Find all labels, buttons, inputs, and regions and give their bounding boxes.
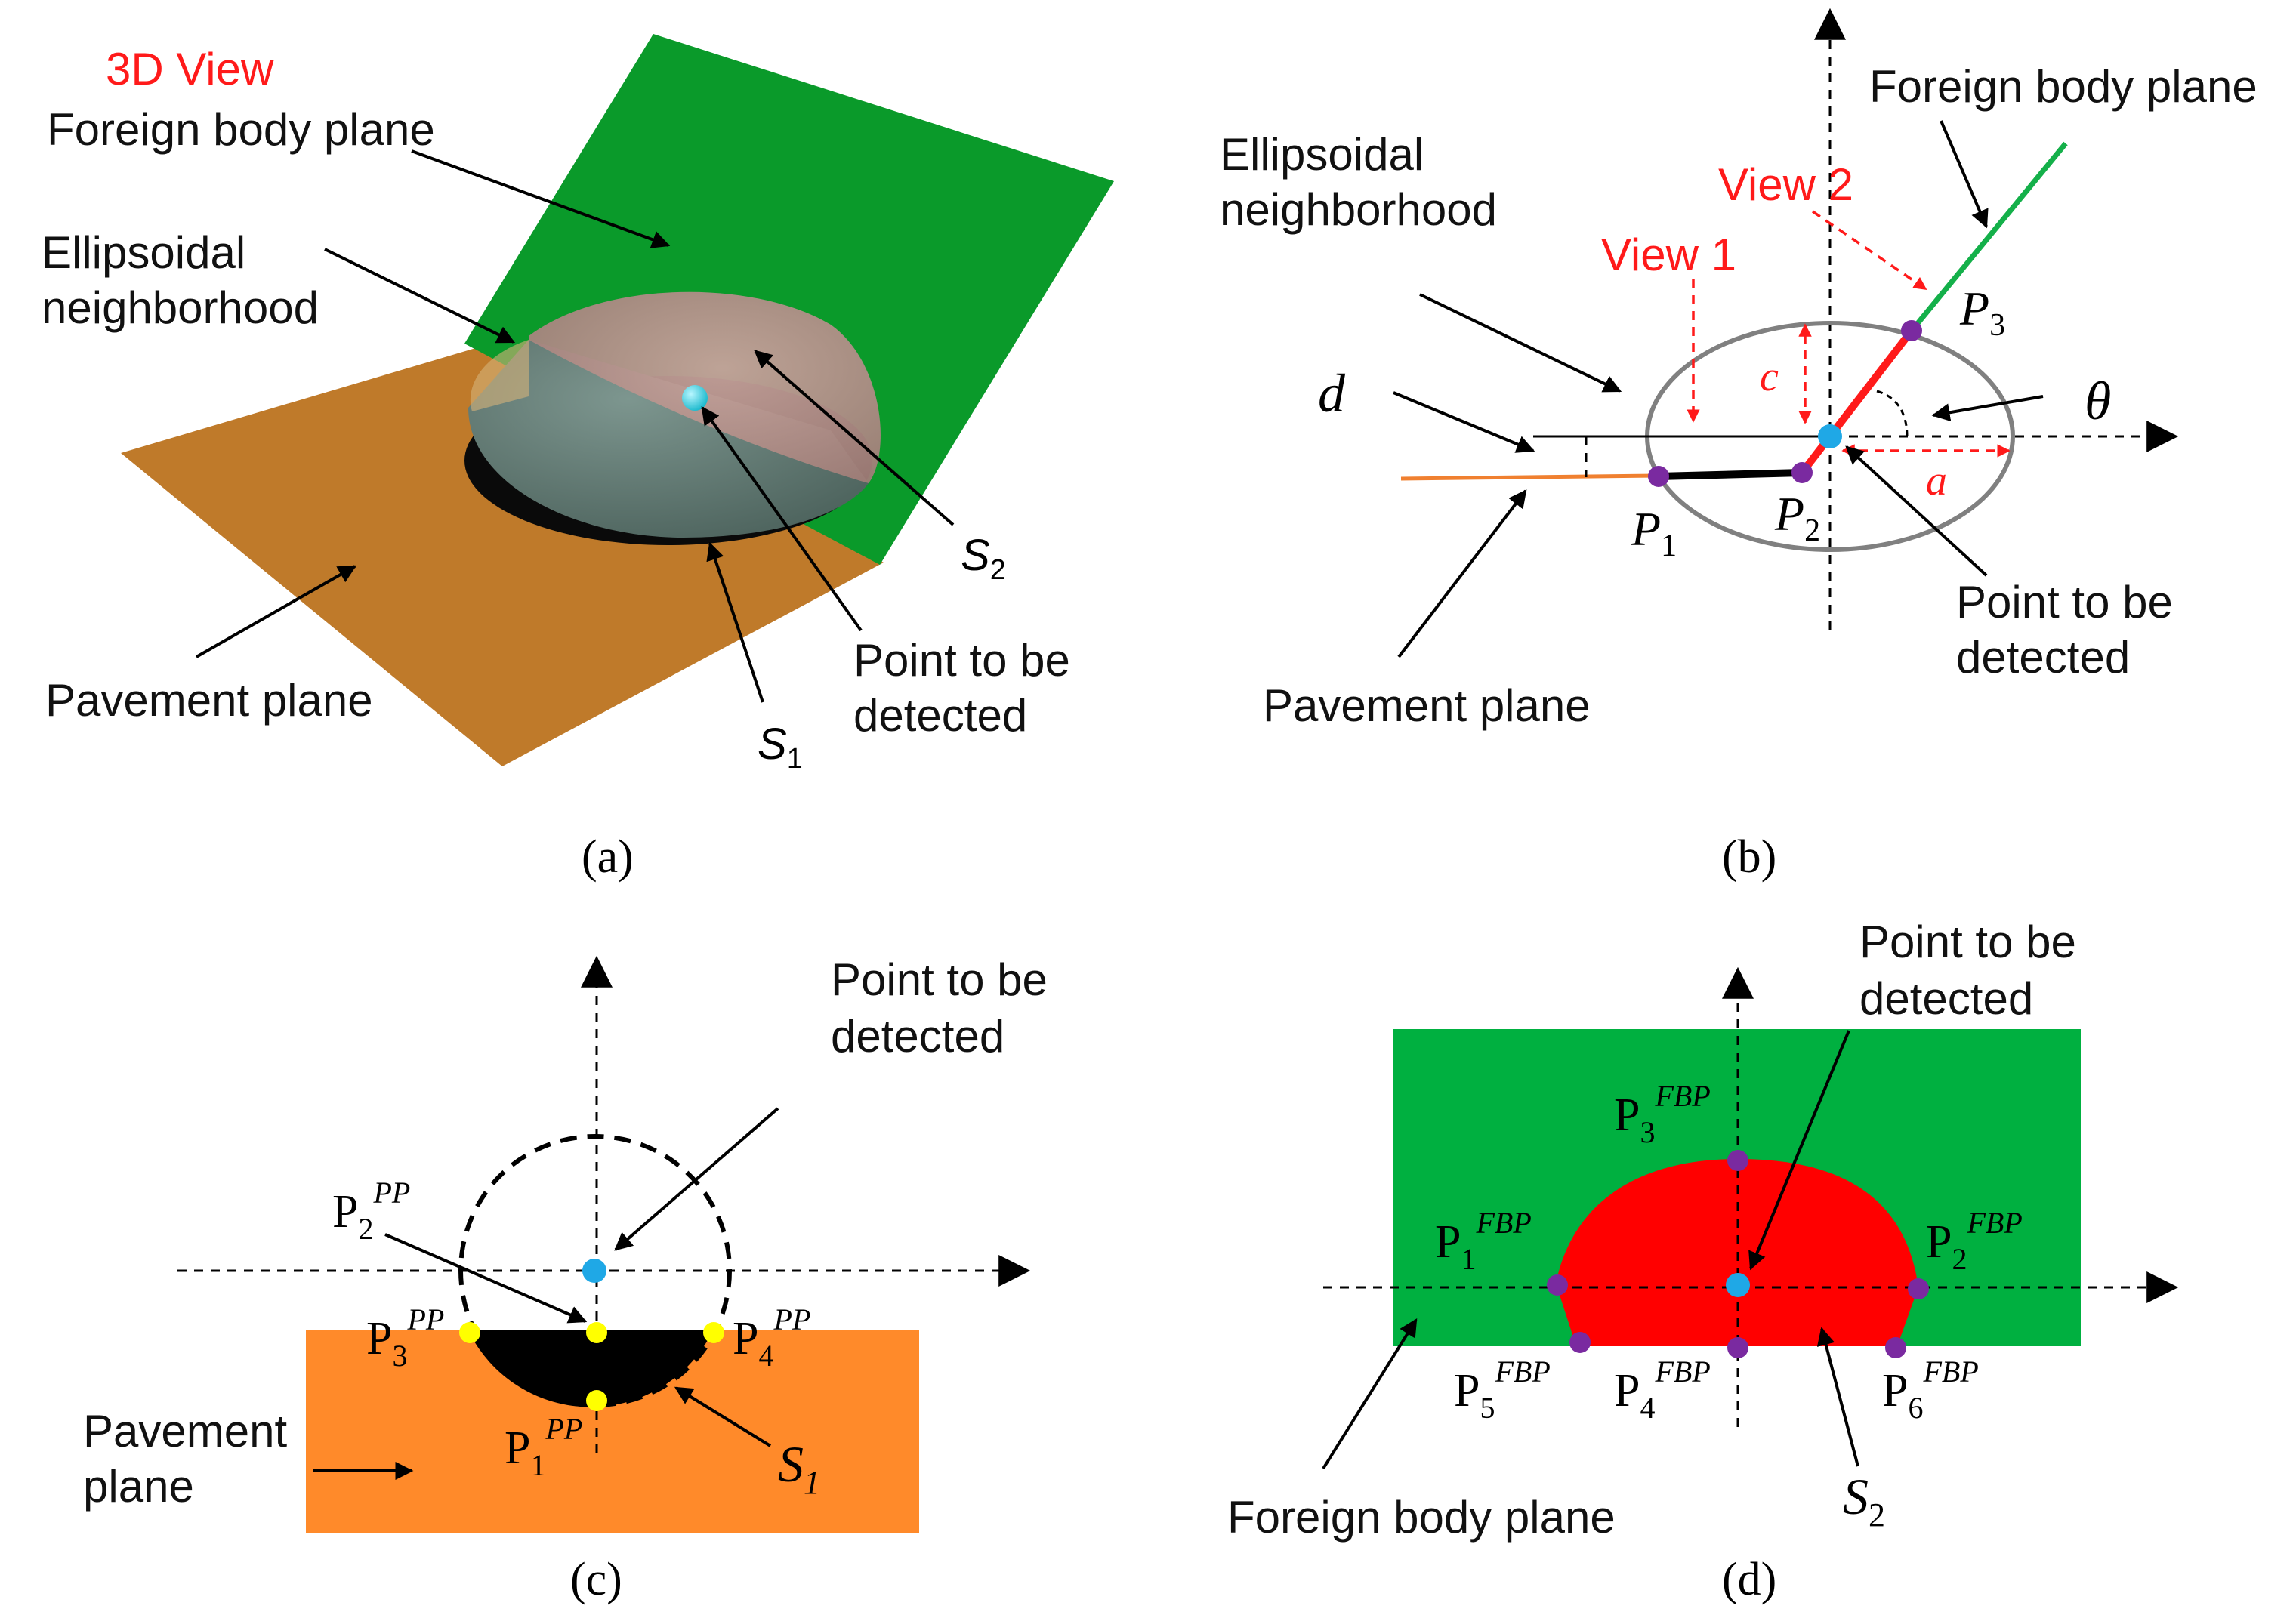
foreign-body-plane-label-b: Foreign body plane xyxy=(1869,61,2257,112)
ellipsoid-cap xyxy=(529,291,881,483)
pavement-label-c1: Pavement xyxy=(83,1406,287,1456)
p1pp-point xyxy=(586,1390,607,1411)
p5fbp-point xyxy=(1569,1332,1591,1353)
p4fbp-label: P4FBP xyxy=(1614,1355,1711,1425)
s1-label-a: S1 xyxy=(758,720,803,775)
foreign-body-plane-label-a: Foreign body plane xyxy=(47,104,435,155)
point-to-be-detected-d xyxy=(1726,1273,1750,1297)
theta-arc xyxy=(1876,390,1909,437)
caption-c: (c) xyxy=(570,1554,622,1605)
arrow-s1-a xyxy=(706,541,764,703)
p4pp-label: P4PP xyxy=(733,1302,810,1373)
panel-a: 3D View Foreign body plane Ellipsoidal n… xyxy=(42,34,1114,883)
arrow-theta-b xyxy=(1931,395,2044,422)
arrow-d-b xyxy=(1393,391,1535,453)
foreign-line-b xyxy=(1909,141,2068,333)
p2pp-label: P2PP xyxy=(332,1176,410,1246)
foreign-body-plane-label-d: Foreign body plane xyxy=(1227,1492,1616,1543)
panel-b: Foreign body plane Ellipsoidal neighborh… xyxy=(1220,8,2257,883)
arrow-point-d xyxy=(1748,1030,1850,1271)
p1fbp-point xyxy=(1547,1274,1568,1296)
point-label-d1: Point to be xyxy=(1859,917,2076,967)
ellipsoidal-label-a2: neighborhood xyxy=(42,282,319,333)
p2-label: P2 xyxy=(1774,487,1820,548)
arrow-pavement-b xyxy=(1397,489,1527,658)
arrow-point-c xyxy=(614,1107,779,1251)
p2pp-point xyxy=(586,1322,607,1343)
caption-d: (d) xyxy=(1722,1554,1776,1605)
pavement-label-c2: plane xyxy=(83,1461,194,1512)
foreign-body-plane-a xyxy=(464,34,1114,565)
arrow-point-b xyxy=(1845,445,1988,577)
point-to-be-detected-a xyxy=(682,385,708,411)
p3-point xyxy=(1901,320,1922,341)
p1-point xyxy=(1648,466,1669,487)
arrow-p2pp-c xyxy=(384,1233,588,1324)
arrow-ellipsoid-a xyxy=(324,248,516,344)
p4pp-point xyxy=(703,1322,724,1343)
s2-label-a: S2 xyxy=(961,531,1006,586)
point-label-c1: Point to be xyxy=(831,954,1048,1005)
pavement-plane-label-b: Pavement plane xyxy=(1263,680,1591,731)
arrow-s2-a xyxy=(754,350,955,526)
p3pp-point xyxy=(459,1322,480,1343)
p2-point xyxy=(1791,462,1813,483)
p2-p3-segment xyxy=(1799,328,1915,476)
ellipsoid-left-cap xyxy=(470,340,529,411)
view2-label: View 2 xyxy=(1718,159,1853,210)
arrow-point-a xyxy=(701,406,863,632)
d-label: d xyxy=(1318,363,1346,424)
panel-d: Point to be detected Foreign body plane … xyxy=(1227,917,2179,1605)
ellipsoidal-label-b1: Ellipsoidal xyxy=(1220,129,1424,180)
point-label-a1: Point to be xyxy=(853,635,1070,686)
panel-c: Point to be detected Pavement plane P2PP… xyxy=(83,954,1048,1605)
view1-label: View 1 xyxy=(1601,230,1736,280)
point-label-b1: Point to be xyxy=(1956,577,2173,627)
ellipsoid-lower xyxy=(468,340,869,538)
point-label-c2: detected xyxy=(831,1011,1004,1062)
p6fbp-point xyxy=(1885,1337,1906,1358)
p3-label: P3 xyxy=(1959,282,2005,343)
arrow-ellipsoid-b xyxy=(1419,293,1622,393)
caption-b: (b) xyxy=(1722,831,1776,883)
caption-a: (a) xyxy=(582,831,634,883)
arrow-foreign-a xyxy=(411,149,671,248)
theta-label: θ xyxy=(2085,371,2111,431)
p2fbp-label: P2FBP xyxy=(1926,1206,2023,1276)
p4fbp-point xyxy=(1727,1337,1748,1358)
p1-p2-segment xyxy=(1658,469,1803,480)
arrow-foreign-d xyxy=(1322,1318,1418,1470)
pavement-plane-a xyxy=(121,344,884,766)
arrow-s1-c xyxy=(674,1386,772,1447)
a-label: a xyxy=(1926,458,1947,504)
point-to-be-detected-c xyxy=(582,1259,606,1283)
p6fbp-label: P6FBP xyxy=(1882,1355,1979,1425)
p3pp-label: P3PP xyxy=(366,1302,444,1373)
arrow-foreign-b xyxy=(1940,120,1989,229)
view2-arrow xyxy=(1812,210,1927,291)
p3fbp-point xyxy=(1727,1150,1748,1171)
s1-label-c: S1 xyxy=(778,1435,820,1501)
s2-label-d: S2 xyxy=(1843,1468,1885,1533)
p1fbp-label: P1FBP xyxy=(1435,1206,1532,1276)
p1pp-label: P1PP xyxy=(505,1412,582,1482)
pavement-line-b xyxy=(1400,473,1659,481)
point-label-d2: detected xyxy=(1859,973,2033,1024)
point-to-be-detected-b xyxy=(1818,424,1842,448)
arrow-pavement-a xyxy=(196,565,357,658)
c-label: c xyxy=(1760,353,1779,400)
point-label-a2: detected xyxy=(853,690,1027,741)
p5fbp-label: P5FBP xyxy=(1454,1355,1551,1425)
p3fbp-label: P3FBP xyxy=(1614,1079,1711,1149)
p1-label: P1 xyxy=(1631,502,1677,563)
arrow-s2-d xyxy=(1816,1327,1859,1467)
ellipsoidal-label-b2: neighborhood xyxy=(1220,184,1497,235)
point-label-b2: detected xyxy=(1956,632,2130,683)
ellipsoidal-label-a1: Ellipsoidal xyxy=(42,227,245,278)
p2fbp-point xyxy=(1908,1278,1929,1299)
pavement-plane-label-a: Pavement plane xyxy=(45,675,373,726)
view-label: 3D View xyxy=(106,44,274,94)
